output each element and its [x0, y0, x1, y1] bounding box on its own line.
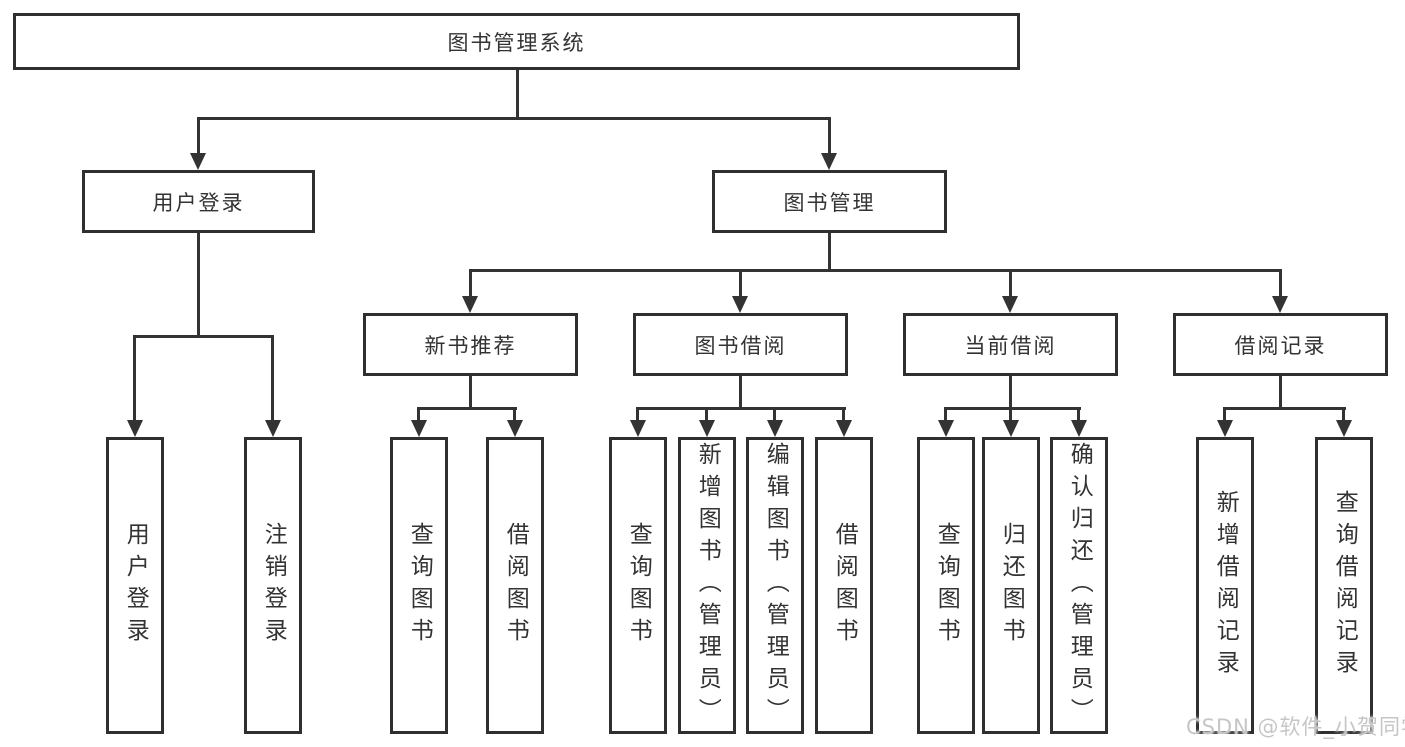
- node-book-borrowing-label: 图书借阅: [694, 333, 787, 358]
- arrow-down-icon: [699, 420, 715, 437]
- leaf-borrow-books-borrowing: 借阅图书: [815, 437, 873, 734]
- leaf-query-books-recommend-label: 查询图书: [406, 521, 433, 650]
- connector-line: [739, 376, 742, 408]
- leaf-borrow-books-recommend-label: 借阅图书: [502, 521, 529, 650]
- connector-line: [828, 233, 831, 270]
- leaf-query-books-current-label: 查询图书: [933, 521, 960, 650]
- connector-line: [516, 70, 519, 118]
- connector-line: [197, 117, 831, 120]
- connector-line: [773, 409, 776, 422]
- leaf-logout-login-label: 注销登录: [260, 521, 287, 650]
- connector-line: [1342, 409, 1345, 422]
- leaf-edit-books-admin: 编辑图书（管理员）: [746, 437, 804, 734]
- connector-line: [417, 407, 517, 410]
- connector-line: [1009, 376, 1012, 408]
- arrow-down-icon: [938, 420, 954, 437]
- node-new-book-recommendation: 新书推荐: [363, 313, 578, 376]
- leaf-add-books-admin: 新增图书（管理员）: [678, 437, 736, 734]
- node-book-management: 图书管理: [712, 170, 947, 233]
- leaf-query-books-current: 查询图书: [917, 437, 975, 734]
- leaf-user-login-label: 用户登录: [122, 521, 149, 650]
- arrow-down-icon: [1002, 296, 1018, 313]
- arrow-down-icon: [127, 420, 143, 437]
- connector-line: [513, 409, 516, 422]
- leaf-add-borrow-record: 新增借阅记录: [1196, 437, 1254, 734]
- leaf-borrow-books-recommend: 借阅图书: [486, 437, 544, 734]
- arrow-down-icon: [462, 296, 478, 313]
- leaf-return-books: 归还图书: [982, 437, 1040, 734]
- arrow-down-icon: [732, 296, 748, 313]
- node-book-management-label: 图书管理: [783, 190, 876, 215]
- arrow-down-icon: [265, 420, 281, 437]
- leaf-edit-books-admin-label: 编辑图书（管理员）: [762, 441, 789, 730]
- connector-line: [271, 337, 274, 421]
- arrow-down-icon: [1003, 420, 1019, 437]
- arrow-down-icon: [767, 420, 783, 437]
- connector-line: [197, 119, 200, 154]
- leaf-confirm-return-admin: 确认归还（管理员）: [1050, 437, 1108, 734]
- node-user-login-label: 用户登录: [152, 190, 245, 215]
- csdn-watermark: CSDN @软件_小贺同学: [1186, 715, 1405, 739]
- connector-line: [469, 376, 472, 408]
- arrow-down-icon: [821, 153, 837, 170]
- arrow-down-icon: [1071, 420, 1087, 437]
- connector-line: [1279, 271, 1282, 297]
- connector-line: [1009, 271, 1012, 297]
- connector-line: [197, 233, 200, 336]
- node-new-book-recommendation-label: 新书推荐: [424, 333, 517, 358]
- connector-line: [1077, 409, 1080, 422]
- connector-line: [944, 407, 1081, 410]
- connector-line: [417, 409, 420, 422]
- arrow-down-icon: [630, 420, 646, 437]
- connector-line: [1223, 409, 1226, 422]
- connector-line: [842, 409, 845, 422]
- connector-line: [705, 409, 708, 422]
- connector-line: [739, 271, 742, 297]
- leaf-return-books-label: 归还图书: [998, 521, 1025, 650]
- connector-line: [1223, 407, 1346, 410]
- connector-line: [469, 269, 1282, 272]
- leaf-query-books-borrowing: 查询图书: [609, 437, 667, 734]
- leaf-add-books-admin-label: 新增图书（管理员）: [694, 441, 721, 730]
- leaf-query-books-recommend: 查询图书: [390, 437, 448, 734]
- leaf-borrow-books-borrowing-label: 借阅图书: [831, 521, 858, 650]
- arrow-down-icon: [1217, 420, 1233, 437]
- arrow-down-icon: [1336, 420, 1352, 437]
- connector-line: [1009, 409, 1012, 422]
- leaf-query-books-borrowing-label: 查询图书: [625, 521, 652, 650]
- connector-line: [944, 409, 947, 422]
- node-root-label: 图书管理系统: [447, 30, 586, 55]
- arrow-down-icon: [507, 420, 523, 437]
- node-user-login: 用户登录: [82, 170, 315, 233]
- leaf-query-borrow-record: 查询借阅记录: [1315, 437, 1373, 734]
- connector-line: [636, 407, 846, 410]
- connector-line: [469, 271, 472, 297]
- node-borrowing-records: 借阅记录: [1173, 313, 1388, 376]
- arrow-down-icon: [190, 153, 206, 170]
- leaf-user-login: 用户登录: [106, 437, 164, 734]
- arrow-down-icon: [411, 420, 427, 437]
- connector-line: [133, 337, 136, 421]
- arrow-down-icon: [1272, 296, 1288, 313]
- arrow-down-icon: [836, 420, 852, 437]
- node-book-borrowing: 图书借阅: [633, 313, 848, 376]
- connector-line: [133, 335, 274, 338]
- leaf-add-borrow-record-label: 新增借阅记录: [1212, 489, 1239, 682]
- node-borrowing-records-label: 借阅记录: [1234, 333, 1327, 358]
- connector-line: [1279, 376, 1282, 408]
- connector-line: [828, 119, 831, 154]
- leaf-logout-login: 注销登录: [244, 437, 302, 734]
- leaf-query-borrow-record-label: 查询借阅记录: [1331, 489, 1358, 682]
- node-current-borrowing-label: 当前借阅: [964, 333, 1057, 358]
- node-current-borrowing: 当前借阅: [903, 313, 1118, 376]
- node-root: 图书管理系统: [13, 13, 1020, 70]
- leaf-confirm-return-admin-label: 确认归还（管理员）: [1066, 441, 1093, 730]
- connector-line: [636, 409, 639, 422]
